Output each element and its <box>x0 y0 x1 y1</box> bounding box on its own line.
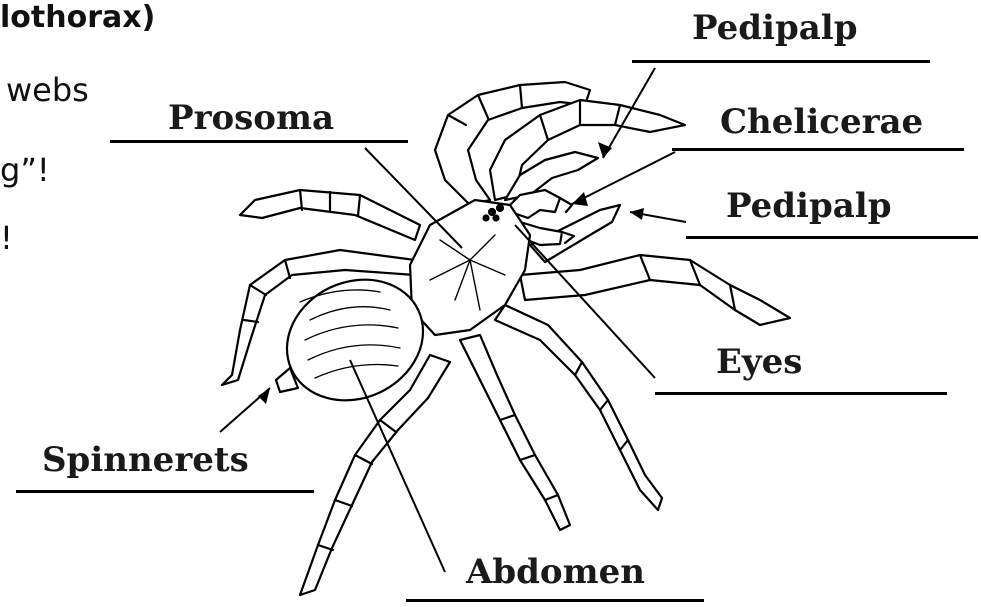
label-prosoma: Prosoma <box>168 98 334 138</box>
underline-pedipalp-top <box>632 60 930 63</box>
arrowhead-spinnerets <box>258 388 270 404</box>
leg-left-1 <box>240 190 420 240</box>
leg-right-3 <box>460 335 570 530</box>
label-chelicerae: Chelicerae <box>720 102 923 142</box>
arrowhead-chelicerae <box>572 192 588 206</box>
label-eyes: Eyes <box>716 342 802 382</box>
label-spinnerets: Spinnerets <box>42 440 249 480</box>
leg-right-4 <box>495 305 662 510</box>
underline-eyes <box>655 392 947 395</box>
label-pedipalp-top: Pedipalp <box>692 8 857 48</box>
arrowhead-pedipalp-right <box>630 208 644 220</box>
underline-prosoma <box>110 140 408 143</box>
underline-spinnerets <box>16 490 314 493</box>
label-pedipalp-right: Pedipalp <box>726 186 891 226</box>
eyes-leader-line <box>515 225 655 378</box>
underline-pedipalp-right <box>686 236 978 239</box>
leg-right-2 <box>520 255 790 325</box>
underline-abdomen <box>406 599 704 602</box>
underline-chelicerae <box>672 148 964 151</box>
label-abdomen: Abdomen <box>466 552 645 592</box>
